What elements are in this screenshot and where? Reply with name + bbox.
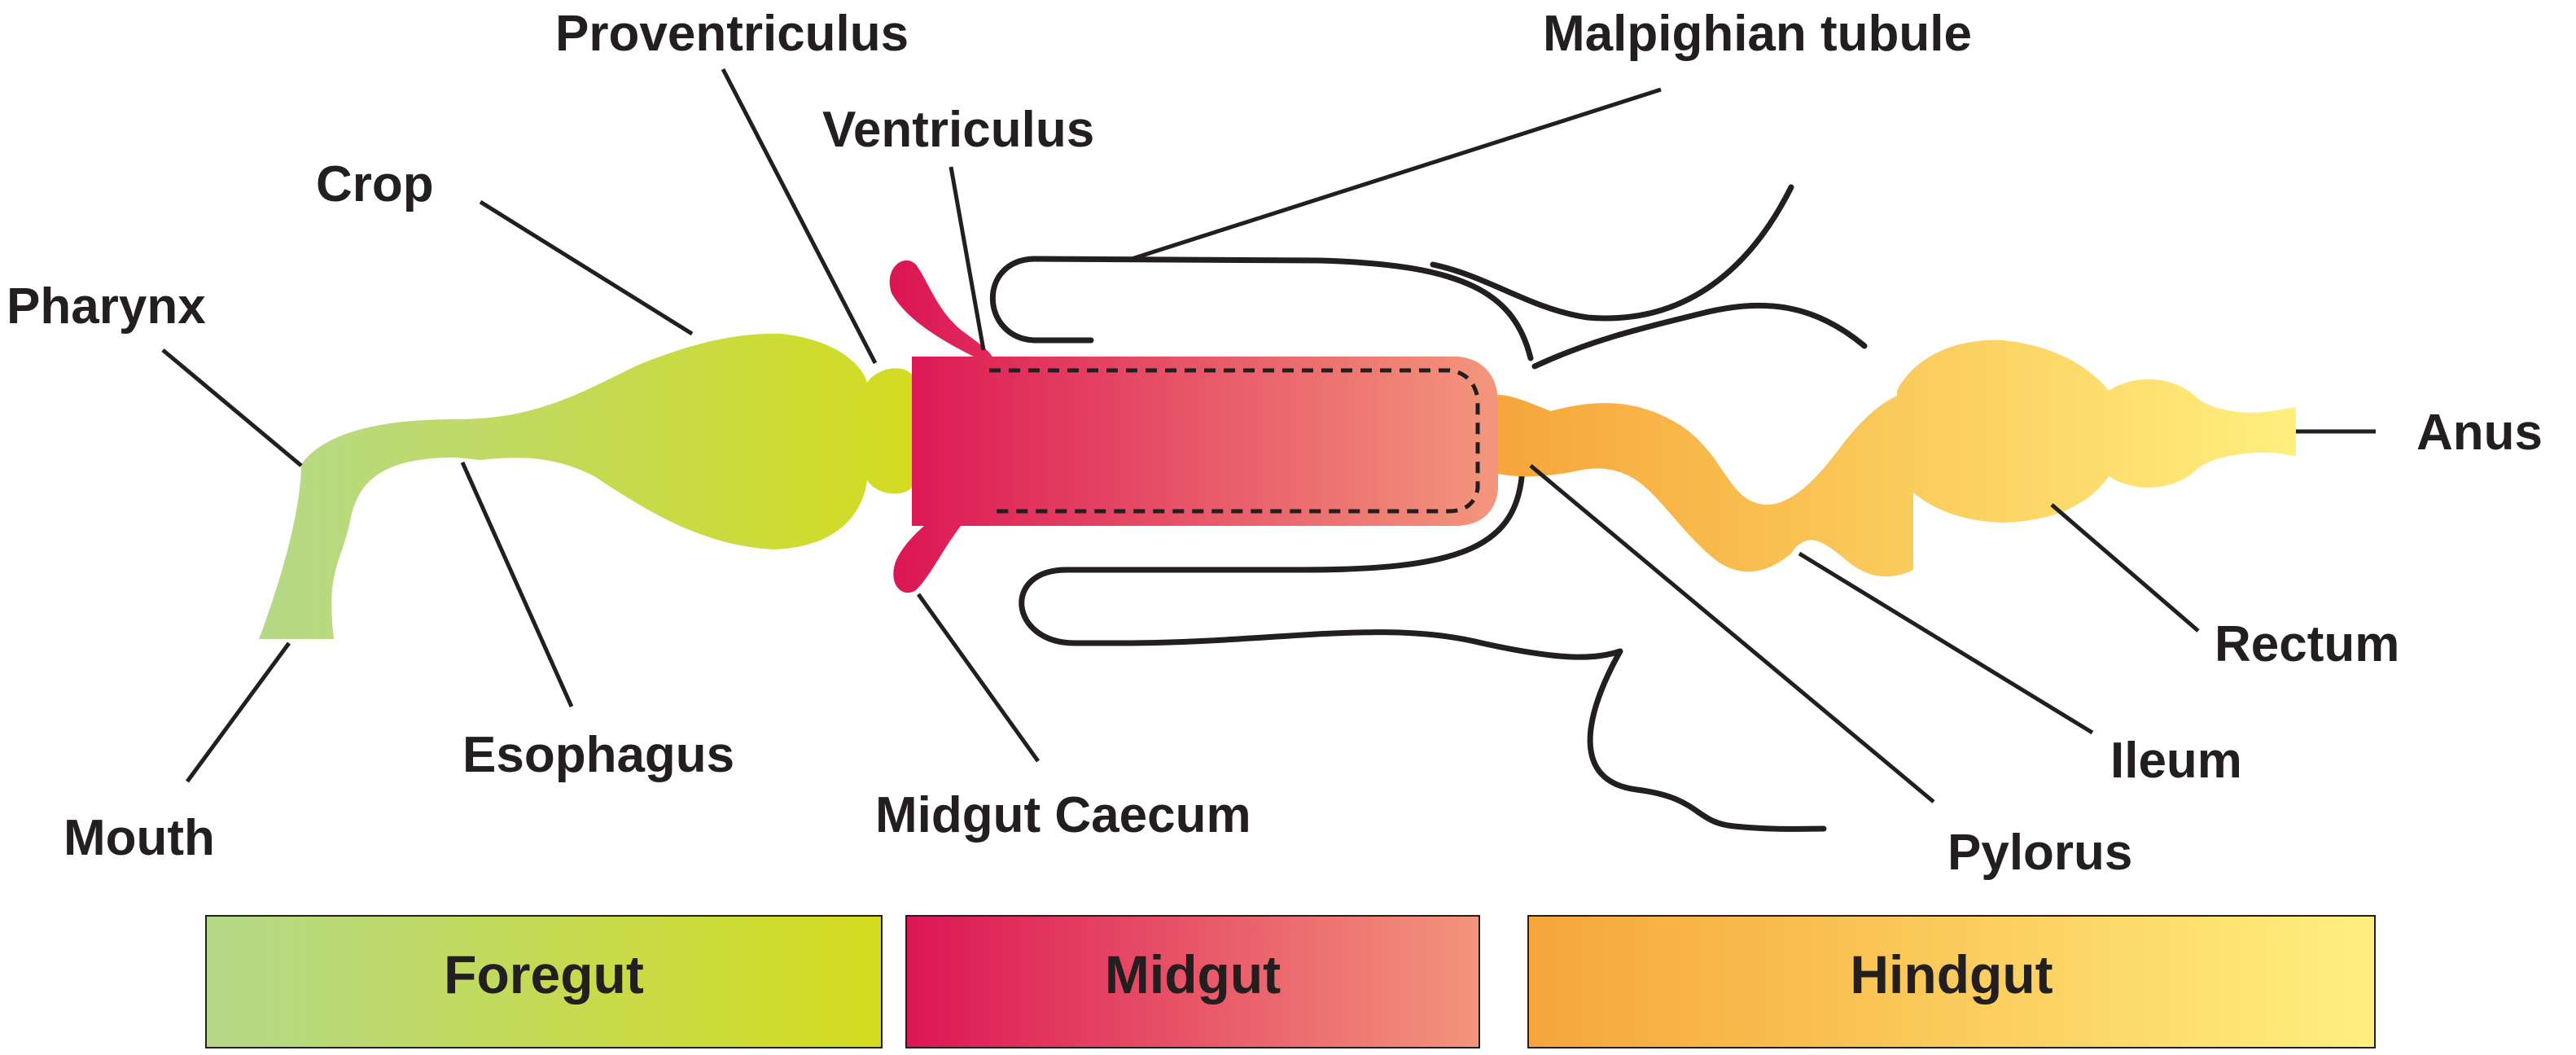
midgut-caecum-upper xyxy=(889,260,993,358)
rectum-shape xyxy=(1897,339,2296,523)
pharynx-mouth-shape xyxy=(259,419,500,639)
leader-esophagus xyxy=(460,461,574,708)
leader-rectum xyxy=(2050,503,2200,633)
foregut-label: Foregut xyxy=(444,944,644,1005)
label-ventriculus: Ventriculus xyxy=(822,102,1094,158)
malpighian-tubule-lower-tail xyxy=(1120,629,1827,832)
label-midgut-caecum: Midgut Caecum xyxy=(875,787,1251,843)
region-legend: Foregut Midgut Hindgut xyxy=(205,915,2376,1048)
label-anus: Anus xyxy=(2416,405,2543,461)
label-malpighian-tubule: Malpighian tubule xyxy=(1543,6,1972,62)
leader-ventriculus xyxy=(948,166,986,351)
malpighian-tubule-upper-loop xyxy=(989,256,1534,361)
hindgut-label: Hindgut xyxy=(1850,944,2052,1005)
label-proventriculus: Proventriculus xyxy=(555,6,909,62)
label-ileum: Ileum xyxy=(2110,733,2242,789)
ventriculus-shape xyxy=(912,357,1498,526)
midgut-label: Midgut xyxy=(1105,944,1281,1005)
malpighian-tubules xyxy=(989,184,1868,832)
leader-mouth xyxy=(185,641,291,783)
leader-midgut-caecum xyxy=(916,593,1040,763)
pylorus-ileum-shape xyxy=(1498,391,1913,577)
label-pylorus: Pylorus xyxy=(1947,825,2132,881)
label-crop: Crop xyxy=(316,156,434,212)
malpighian-tubule-lower-loop xyxy=(1019,465,1526,646)
hindgut-organs xyxy=(1498,339,2296,577)
label-pharynx: Pharynx xyxy=(7,278,206,335)
label-rectum: Rectum xyxy=(2215,616,2399,672)
leader-proventriculus xyxy=(721,68,878,365)
label-mouth: Mouth xyxy=(64,810,215,866)
structure-labels: Proventriculus Malpighian tubule Ventric… xyxy=(7,6,2543,881)
esophagus-crop-shape xyxy=(456,333,916,549)
hindgut-box xyxy=(1527,915,2376,1048)
midgut-box xyxy=(905,915,1480,1048)
leader-ileum xyxy=(1798,551,2094,735)
leader-pharynx xyxy=(161,348,303,467)
leader-lines xyxy=(161,68,2376,803)
malpighian-tubule-upper-wave xyxy=(1430,184,1794,322)
leader-crop xyxy=(479,199,694,336)
peritrophic-membrane xyxy=(989,368,1480,514)
leader-pylorus xyxy=(1529,464,1935,803)
foregut-organs xyxy=(259,333,916,639)
midgut-organs xyxy=(889,260,1498,593)
leader-malpighian-tubule xyxy=(1131,87,1662,261)
malpighian-tubule-upper-tail xyxy=(1531,302,1868,370)
foregut-box xyxy=(205,915,883,1048)
label-esophagus: Esophagus xyxy=(462,727,734,783)
